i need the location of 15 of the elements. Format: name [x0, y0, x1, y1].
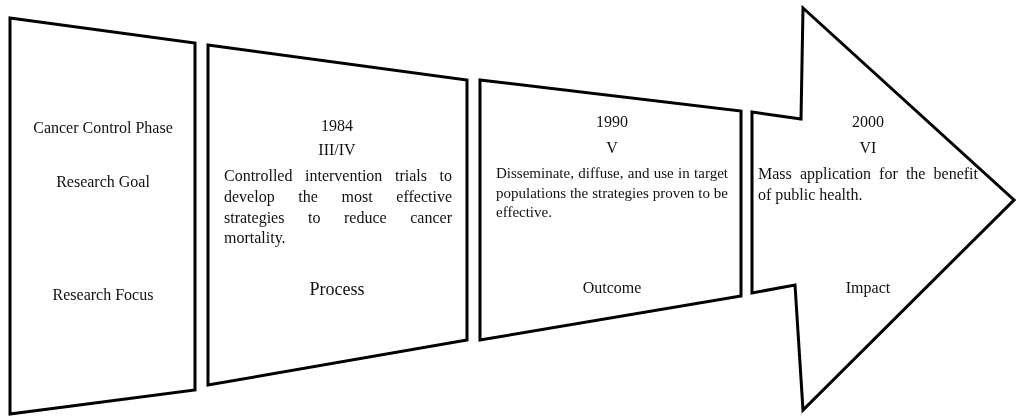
- panel-label: III/IV: [317, 140, 357, 160]
- panel-label: 1990: [595, 112, 629, 132]
- panel-label: Research Goal: [55, 172, 151, 192]
- panel-label: VI: [858, 138, 878, 158]
- panel-label: Impact: [844, 278, 892, 299]
- panel-label: Cancer Control Phase: [32, 118, 174, 138]
- panel-label: Research Focus: [51, 285, 155, 305]
- panel-label: 2000: [851, 112, 885, 132]
- description-text: Disseminate, diffuse, and use in target populations the strategies proven to be effective.: [496, 164, 728, 222]
- panel-label: 1984: [320, 116, 354, 136]
- description-text: Controlled intervention trials to develop the most effective strategies to reduce cancer mortality.: [224, 166, 452, 249]
- panel-label: Process: [308, 278, 366, 301]
- panel-label: Outcome: [581, 278, 643, 298]
- description-text: Mass application for the benefit of public health.: [758, 164, 978, 206]
- panel-label: V: [605, 138, 619, 158]
